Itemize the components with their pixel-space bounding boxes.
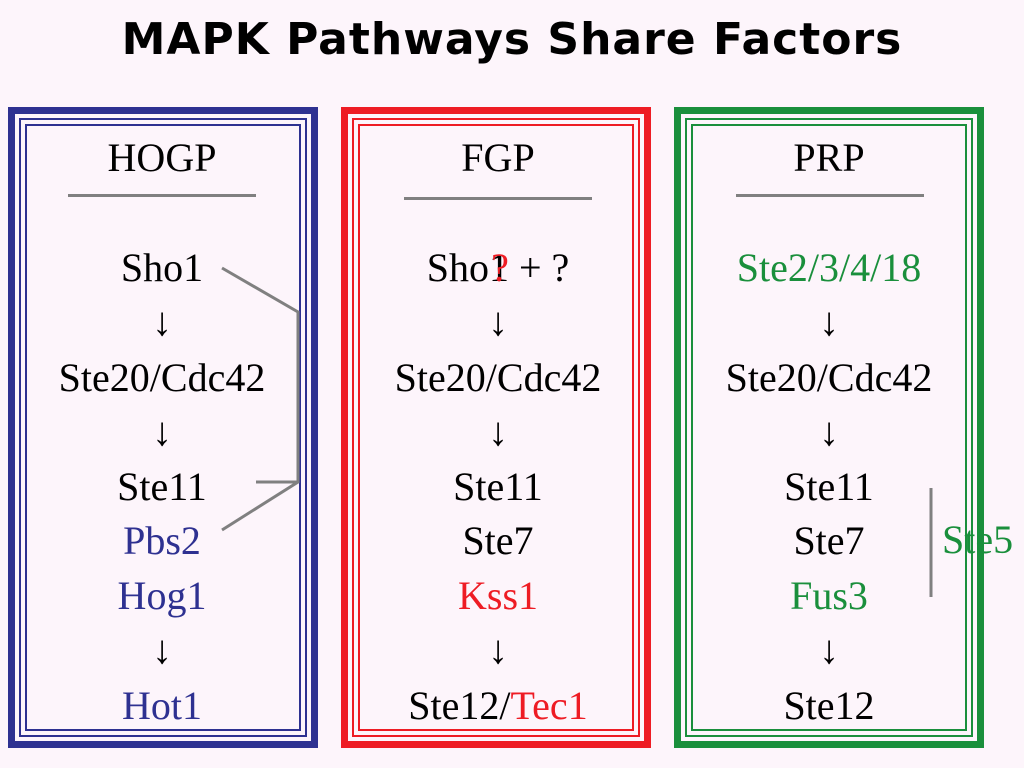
fgp-mapkkk: Ste11	[453, 464, 543, 509]
hogp-mapk: Hog1	[117, 573, 207, 618]
fgp-sensor-question-overlay: ?	[491, 245, 509, 290]
slide-title: MAPK Pathways Share Factors	[121, 14, 903, 65]
fgp-arrow-1: ↓	[488, 299, 508, 344]
prp-mapkkk: Ste11	[784, 464, 874, 509]
fgp-sensor-sho: Sho	[426, 245, 489, 290]
panel-prp	[674, 107, 984, 748]
panel-hogp	[8, 107, 318, 748]
fgp-mapk: Kss1	[457, 573, 539, 618]
hogp-header-rule	[68, 194, 256, 197]
hogp-shared-factor-bracket	[221, 266, 300, 532]
hogp-mapkkk: Ste11	[117, 464, 207, 509]
fgp-header: FGP	[461, 135, 535, 180]
prp-scaffold-ste5: Ste5	[942, 518, 1014, 562]
fgp-sensor: Sho1 + ?	[427, 246, 570, 290]
fgp-mapkk: Ste7	[462, 518, 534, 563]
hogp-header: HOGP	[107, 135, 217, 180]
fgp-header-rule	[404, 197, 592, 200]
prp-arrow-1: ↓	[819, 299, 839, 344]
hogp-upstream-kinase: Ste20/Cdc42	[58, 355, 266, 400]
hogp-mapkk: Pbs2	[123, 518, 201, 563]
prp-header: PRP	[793, 135, 865, 180]
panel-fgp	[341, 107, 651, 748]
prp-sensor: Ste2/3/4/18	[736, 245, 922, 290]
hogp-arrow-3: ↓	[152, 627, 172, 672]
prp-arrow-2: ↓	[819, 409, 839, 454]
fgp-arrow-3: ↓	[488, 627, 508, 672]
fgp-tf-tec1: Tec1	[510, 683, 588, 728]
prp-header-rule	[736, 194, 924, 197]
prp-upstream-kinase: Ste20/Cdc42	[725, 355, 933, 400]
hogp-sensor: Sho1	[120, 245, 204, 290]
fgp-tf-ste12: Ste12/	[408, 683, 511, 728]
hogp-arrow-1: ↓	[152, 299, 172, 344]
prp-transcription-factor: Ste12	[783, 683, 875, 728]
hogp-transcription-factor: Hot1	[122, 683, 202, 728]
fgp-upstream-kinase: Ste20/Cdc42	[394, 355, 602, 400]
prp-mapkk: Ste7	[793, 518, 865, 563]
prp-mapk: Fus3	[790, 573, 868, 618]
fgp-transcription-factor: Ste12/Tec1	[408, 684, 587, 728]
hogp-arrow-2: ↓	[152, 409, 172, 454]
fgp-sensor-unknown: 1 + ?	[488, 245, 570, 290]
prp-arrow-3: ↓	[819, 627, 839, 672]
fgp-arrow-2: ↓	[488, 409, 508, 454]
